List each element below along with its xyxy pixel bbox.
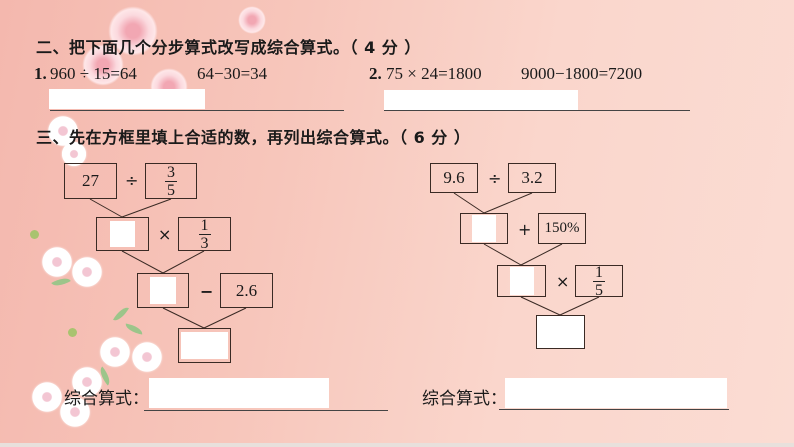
right-row2-blank-box[interactable] [460, 213, 508, 244]
combined-formula-line-right [499, 409, 729, 410]
blossom-icon [82, 44, 124, 86]
problem2-answer-line [384, 110, 690, 111]
left-row1-operand-a: 27 [64, 163, 117, 199]
problem1-step1: 960 ÷ 15=64 [50, 64, 137, 83]
problem2-answer-input[interactable] [384, 90, 578, 110]
left-row3-blank-box[interactable] [137, 273, 189, 308]
problem2-step1: 75 × 24=1800 [386, 64, 482, 83]
divide-operator: ÷ [125, 171, 139, 190]
problem1-answer-input[interactable] [49, 89, 205, 109]
blossom-icon [70, 255, 104, 289]
blank-fill[interactable] [472, 215, 496, 242]
blossom-icon [98, 335, 132, 369]
problem1-answer-line [50, 110, 344, 111]
right-row3-blank-box[interactable] [497, 265, 546, 297]
minus-operator: − [200, 282, 214, 301]
blossom-icon [40, 245, 74, 279]
problem2-num: 2. [369, 64, 382, 83]
section2-heading: 二、把下面几个分步算式改写成综合算式。（ 4 分 ） [36, 38, 421, 57]
multiply-operator: × [158, 225, 172, 244]
value-text: 3.2 [521, 168, 543, 187]
blossom-icon [238, 6, 266, 34]
blank-fill[interactable] [110, 221, 135, 247]
left-row2-blank-box[interactable] [96, 217, 149, 251]
section3-heading: 三、先在方框里填上合适的数，再列出综合算式。（ 6 分 ） [36, 128, 471, 147]
right-row2-operand-b: 150% [538, 213, 586, 244]
left-result-blank-box[interactable] [178, 328, 231, 363]
blank-fill[interactable] [509, 267, 534, 295]
blossom-icon [130, 340, 164, 374]
blossom-icon [58, 395, 92, 429]
blank-fill[interactable] [181, 332, 228, 359]
value-text: 2.6 [235, 280, 258, 300]
combined-formula-label-left: 综合算式： [64, 389, 149, 408]
combined-formula-label-right: 综合算式： [422, 389, 507, 408]
blossom-icon [70, 365, 104, 399]
plus-operator: + [518, 220, 532, 239]
combined-formula-input-left[interactable] [149, 378, 329, 408]
blank-fill[interactable] [150, 277, 176, 304]
leaf-icon [124, 323, 144, 335]
value-text: 9.6 [443, 168, 465, 187]
divide-operator: ÷ [488, 169, 502, 188]
right-result-blank-box[interactable] [536, 315, 585, 349]
combined-formula-input-right[interactable] [505, 378, 727, 408]
bottom-border [0, 443, 794, 447]
combined-formula-line-left [144, 410, 388, 411]
left-row3-operand-b: 2.6 [220, 273, 273, 308]
right-row1-operand-a: 9.6 [430, 163, 478, 193]
value-text: 150% [544, 220, 580, 236]
multiply-operator: × [556, 272, 570, 291]
bud-icon [68, 328, 77, 337]
leaf-icon [113, 304, 129, 324]
problem2-step2: 9000−1800=7200 [521, 64, 643, 83]
problem1-num: 1. [34, 64, 47, 83]
blossom-icon [108, 6, 158, 56]
problem1-step2: 64−30=34 [197, 64, 268, 83]
right-row1-operand-b: 3.2 [508, 163, 556, 193]
bud-icon [30, 230, 39, 239]
value-text: 27 [82, 171, 99, 190]
